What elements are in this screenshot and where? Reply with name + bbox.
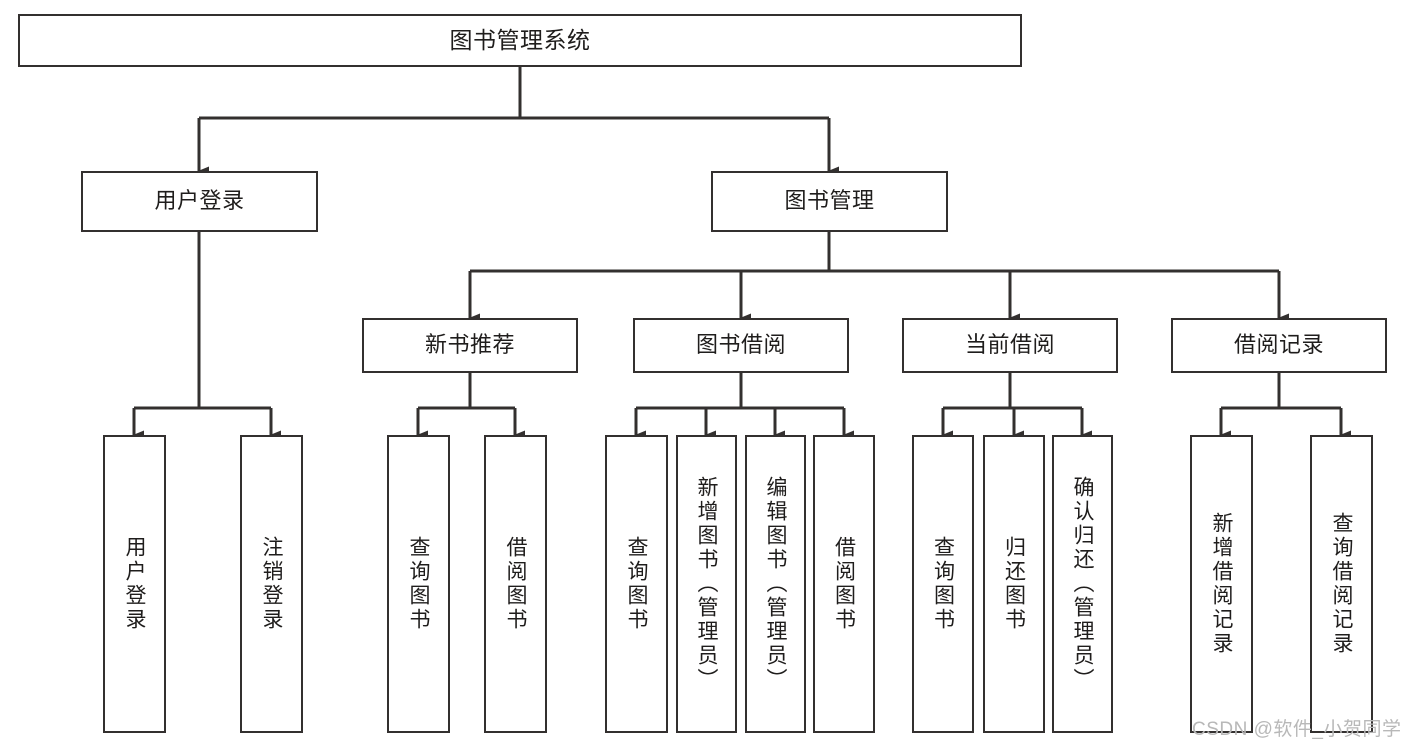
watermark-label: CSDN @软件_小贺同学 xyxy=(1192,719,1402,740)
connector-group xyxy=(132,67,1351,440)
node-label-leaf-confirm-return: 确认归还（管理员） xyxy=(1071,476,1094,692)
node-label-leaf-borrow-book-1: 借阅图书 xyxy=(504,536,527,632)
node-label-root: 图书管理系统 xyxy=(449,26,591,53)
node-label-leaf-return-book: 归还图书 xyxy=(1002,536,1026,632)
node-leaf-confirm-return[interactable]: 确认归还（管理员） xyxy=(1052,435,1113,733)
node-borrow-record[interactable]: 借阅记录 xyxy=(1171,318,1387,373)
node-label-book-borrow: 图书借阅 xyxy=(695,332,786,358)
node-label-leaf-user-logout: 注销登录 xyxy=(260,536,283,632)
node-label-user-login: 用户登录 xyxy=(154,188,245,214)
node-label-leaf-add-book: 新增图书（管理员） xyxy=(695,476,718,692)
node-label-leaf-query-book-3: 查询图书 xyxy=(931,536,955,632)
node-leaf-borrow-book-1[interactable]: 借阅图书 xyxy=(484,435,547,733)
node-label-new-book-rec: 新书推荐 xyxy=(424,332,515,358)
node-leaf-add-record[interactable]: 新增借阅记录 xyxy=(1190,435,1253,733)
node-label-leaf-query-book-2: 查询图书 xyxy=(625,536,648,632)
node-label-leaf-query-book-1: 查询图书 xyxy=(407,536,430,632)
node-leaf-borrow-book-2[interactable]: 借阅图书 xyxy=(813,435,875,733)
node-root[interactable]: 图书管理系统 xyxy=(18,14,1022,67)
node-leaf-query-book-1[interactable]: 查询图书 xyxy=(387,435,450,733)
node-current-borrow[interactable]: 当前借阅 xyxy=(902,318,1118,373)
node-leaf-user-login[interactable]: 用户登录 xyxy=(103,435,166,733)
node-leaf-add-book[interactable]: 新增图书（管理员） xyxy=(676,435,737,733)
node-book-borrow[interactable]: 图书借阅 xyxy=(633,318,849,373)
node-user-login[interactable]: 用户登录 xyxy=(81,171,318,232)
node-label-leaf-edit-book: 编辑图书（管理员） xyxy=(764,476,787,692)
node-leaf-edit-book[interactable]: 编辑图书（管理员） xyxy=(745,435,806,733)
node-label-borrow-record: 借阅记录 xyxy=(1233,332,1324,358)
node-label-leaf-borrow-book-2: 借阅图书 xyxy=(832,536,856,632)
node-leaf-user-logout[interactable]: 注销登录 xyxy=(240,435,303,733)
node-leaf-return-book[interactable]: 归还图书 xyxy=(983,435,1045,733)
node-book-manage[interactable]: 图书管理 xyxy=(711,171,948,232)
node-label-leaf-user-login: 用户登录 xyxy=(123,536,146,632)
node-leaf-query-book-2[interactable]: 查询图书 xyxy=(605,435,668,733)
node-label-leaf-query-record: 查询借阅记录 xyxy=(1330,512,1353,656)
node-label-leaf-add-record: 新增借阅记录 xyxy=(1210,512,1233,656)
node-leaf-query-book-3[interactable]: 查询图书 xyxy=(912,435,974,733)
node-label-current-borrow: 当前借阅 xyxy=(964,332,1055,358)
node-new-book-rec[interactable]: 新书推荐 xyxy=(362,318,578,373)
node-label-book-manage: 图书管理 xyxy=(784,188,875,214)
node-leaf-query-record[interactable]: 查询借阅记录 xyxy=(1310,435,1373,733)
